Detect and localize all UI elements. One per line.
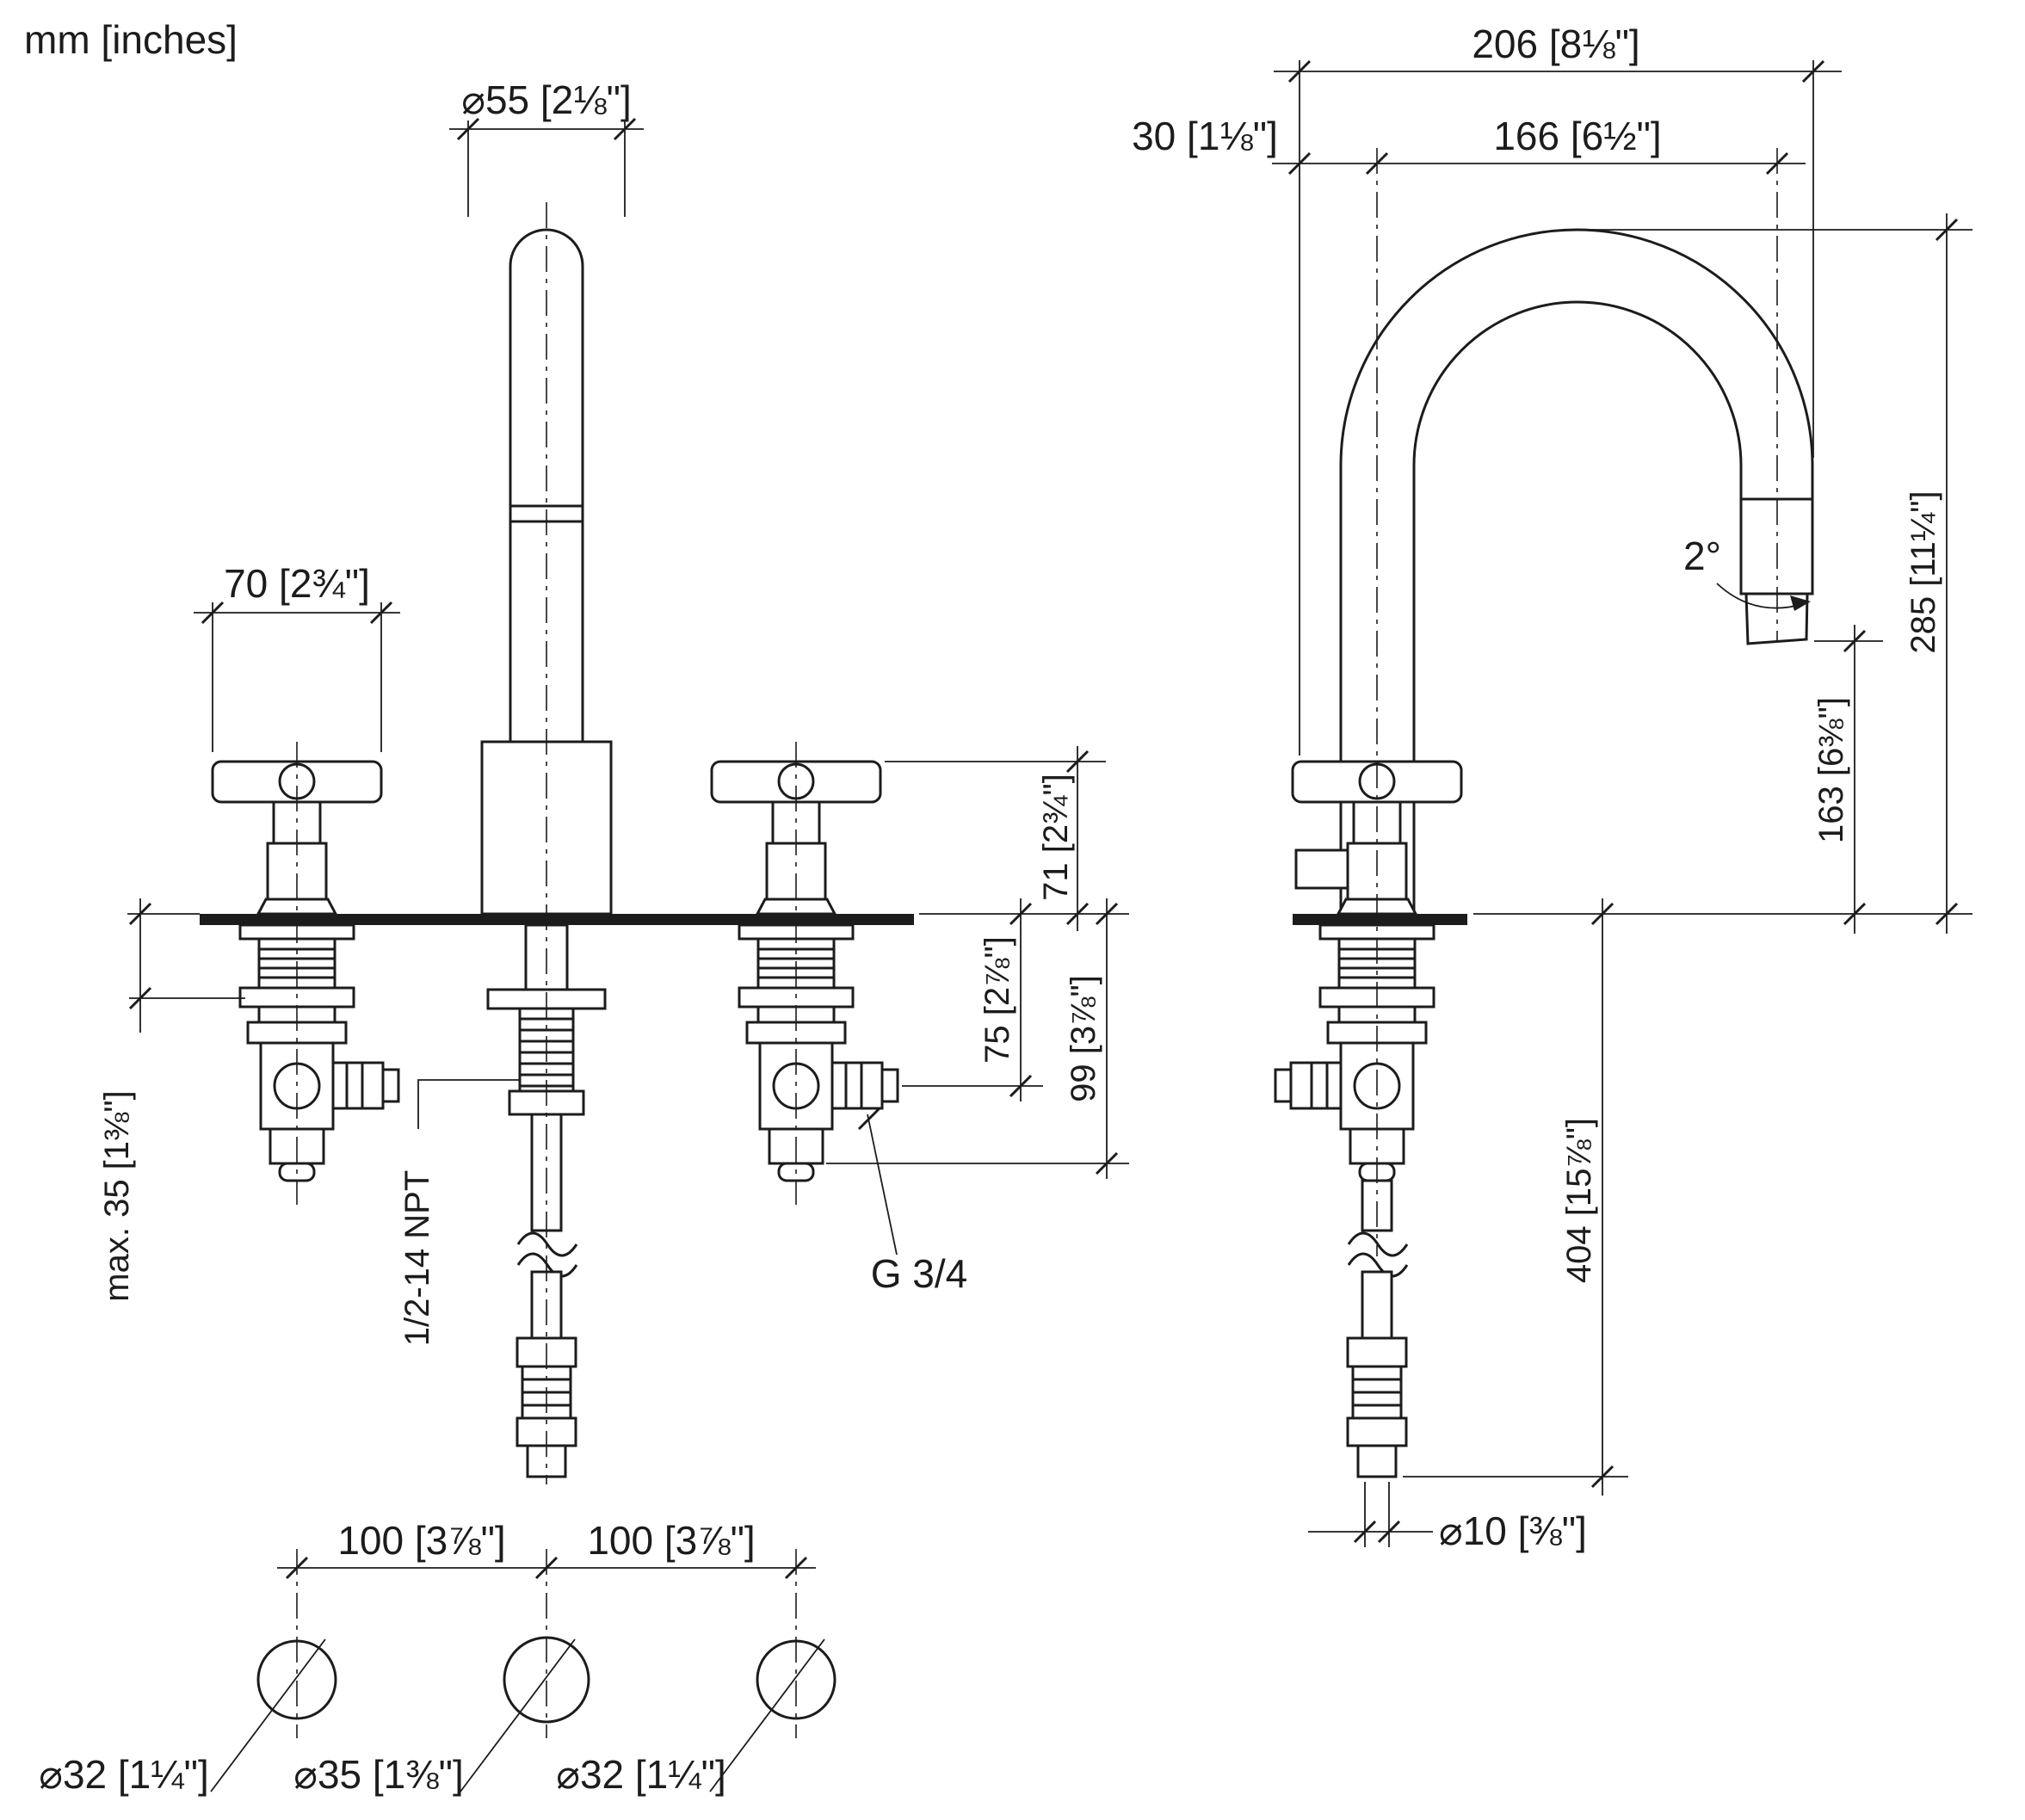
dim-outlet-angle: 2° [1683, 534, 1721, 578]
mounting-holes [256, 1636, 837, 1724]
g34-leader [867, 1114, 898, 1255]
dim-handle-width: 70 [2¾"] [224, 561, 370, 606]
dim-length-below: 404 [15⅞"] [1560, 1118, 1598, 1283]
dimension-lines [127, 59, 1973, 1792]
side-valve-body [1274, 923, 1435, 1182]
dim-spacing-left: 100 [3⅞"] [337, 1518, 505, 1563]
deck-side [1293, 914, 1467, 925]
dim-height-spout: 163 [6⅜"] [1812, 697, 1850, 843]
deck-front [200, 914, 914, 925]
dim-max-thickness: max. 35 [1⅜"] [98, 1090, 136, 1301]
centerlines [296, 148, 1778, 1738]
dim-dia-hose: ⌀10 [⅜"] [1439, 1508, 1587, 1553]
dim-height-outlet: 75 [2⅞"] [979, 936, 1016, 1064]
dim-hole-center: ⌀35 [1⅜"] [293, 1752, 463, 1797]
units-note: mm [inches] [24, 17, 238, 62]
side-view [1274, 228, 1814, 1478]
dim-height-handle: 71 [2¾"] [1037, 774, 1075, 901]
left-valve-body [238, 923, 400, 1182]
dim-height-total: 285 [11¼"] [1905, 490, 1942, 653]
label-thread-npt: 1/2-14 NPT [398, 1170, 436, 1347]
dim-spacing-right: 100 [3⅞"] [587, 1518, 755, 1563]
label-thread-g34: G 3/4 [871, 1251, 968, 1296]
side-supply-below-deck [1346, 1179, 1409, 1478]
dim-hole-right: ⌀32 [1¼"] [556, 1752, 725, 1797]
dim-depth-total: 206 [8⅛"] [1472, 22, 1639, 66]
pipe-break-symbol [1347, 1231, 1409, 1278]
npt-leader [417, 1079, 520, 1129]
side-lever-tab [1294, 848, 1351, 890]
pipe-break-symbol [516, 1231, 578, 1278]
dim-depth-outlet: 166 [6½"] [1493, 114, 1661, 158]
dim-depth-back: 30 [1⅛"] [1132, 114, 1278, 158]
dim-hole-left: ⌀32 [1¼"] [39, 1752, 208, 1797]
dim-height-valve: 99 [3⅞"] [1065, 975, 1102, 1102]
gooseneck-spout [1339, 228, 1814, 916]
front-view [200, 228, 914, 1724]
angle-arrow [1716, 583, 1804, 609]
dim-dia-spout: ⌀55 [2⅛"] [461, 77, 631, 122]
hole-leaders [210, 1638, 825, 1792]
